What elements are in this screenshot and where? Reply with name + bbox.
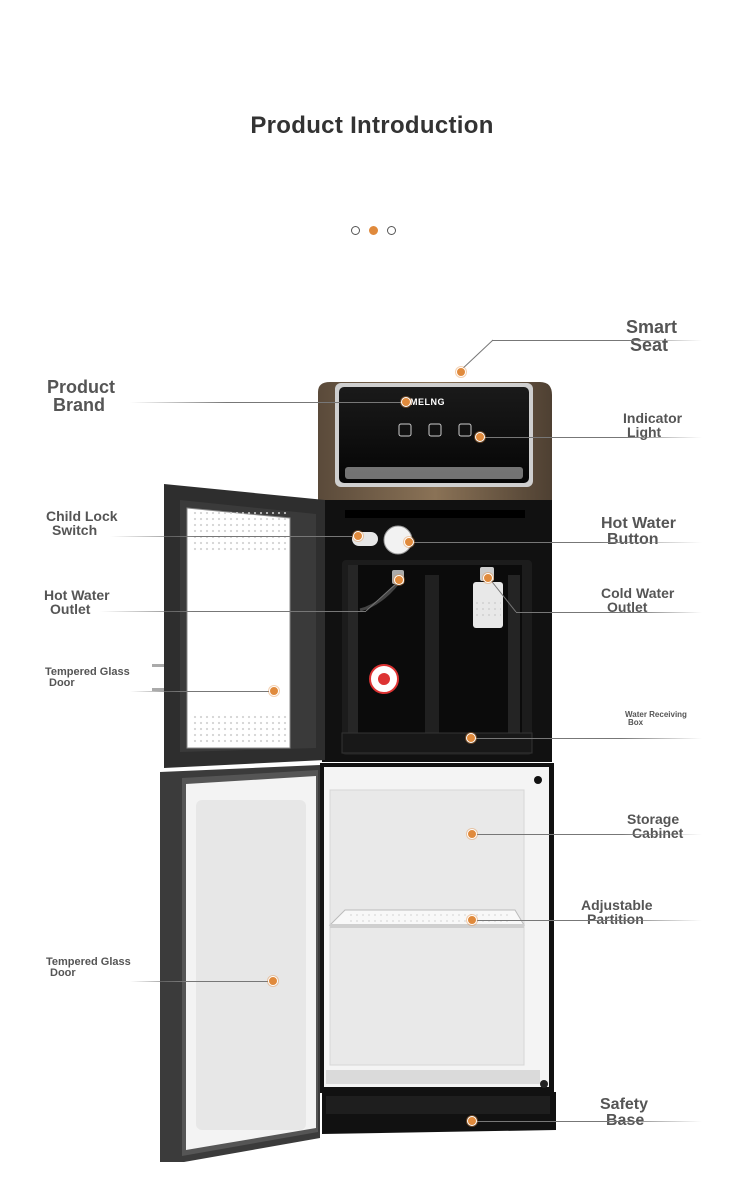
control-panel — [339, 387, 529, 483]
marker-child-lock-switch[interactable] — [353, 531, 363, 541]
leader-line-tempered-glass-door-lower — [130, 981, 273, 982]
page-title: Product Introduction — [250, 112, 494, 139]
marker-storage-cabinet[interactable] — [467, 829, 477, 839]
marker-indicator-light[interactable] — [475, 432, 485, 442]
carousel-dot-3[interactable] — [387, 226, 396, 235]
carousel-dot-2[interactable] — [369, 226, 378, 235]
leader-line-hot-water-outlet — [100, 611, 366, 612]
leader-line-cold-water-outlet — [516, 612, 702, 613]
marker-smart-seat[interactable] — [456, 367, 466, 377]
leader-diagonal-smart-seat — [459, 339, 494, 372]
marker-tempered-glass-door-lower[interactable] — [268, 976, 278, 986]
leader-line-indicator-light — [480, 437, 702, 438]
marker-hot-water-button[interactable] — [404, 537, 414, 547]
carousel-dot-1[interactable] — [351, 226, 360, 235]
leader-diagonal-cold-water-outlet — [488, 577, 517, 613]
marker-product-brand[interactable] — [401, 397, 411, 407]
leader-line-product-brand — [130, 402, 406, 403]
marker-hot-water-outlet[interactable] — [394, 575, 404, 585]
marker-tempered-glass-door-upper[interactable] — [269, 686, 279, 696]
leader-line-hot-water-button — [409, 542, 702, 543]
leader-line-tempered-glass-door-upper — [130, 691, 274, 692]
panel-icon-1 — [398, 423, 412, 437]
brand-logo: MELNG — [410, 397, 445, 407]
leader-line-child-lock-switch — [110, 536, 358, 537]
water-receiving-box-shape — [341, 732, 533, 754]
leader-line-adjustable-partition — [472, 920, 702, 921]
leader-line-storage-cabinet — [472, 834, 702, 835]
panel-icon-3 — [458, 423, 472, 437]
leader-line-water-receiving-box — [471, 738, 702, 739]
marker-adjustable-partition[interactable] — [467, 915, 477, 925]
leader-diagonal-hot-water-outlet — [365, 581, 399, 612]
leader-line-smart-seat — [492, 340, 702, 341]
panel-icon-2 — [428, 423, 442, 437]
leader-line-safety-base — [472, 1121, 702, 1122]
marker-cold-water-outlet[interactable] — [483, 573, 493, 583]
marker-water-receiving-box[interactable] — [466, 733, 476, 743]
marker-safety-base[interactable] — [467, 1116, 477, 1126]
